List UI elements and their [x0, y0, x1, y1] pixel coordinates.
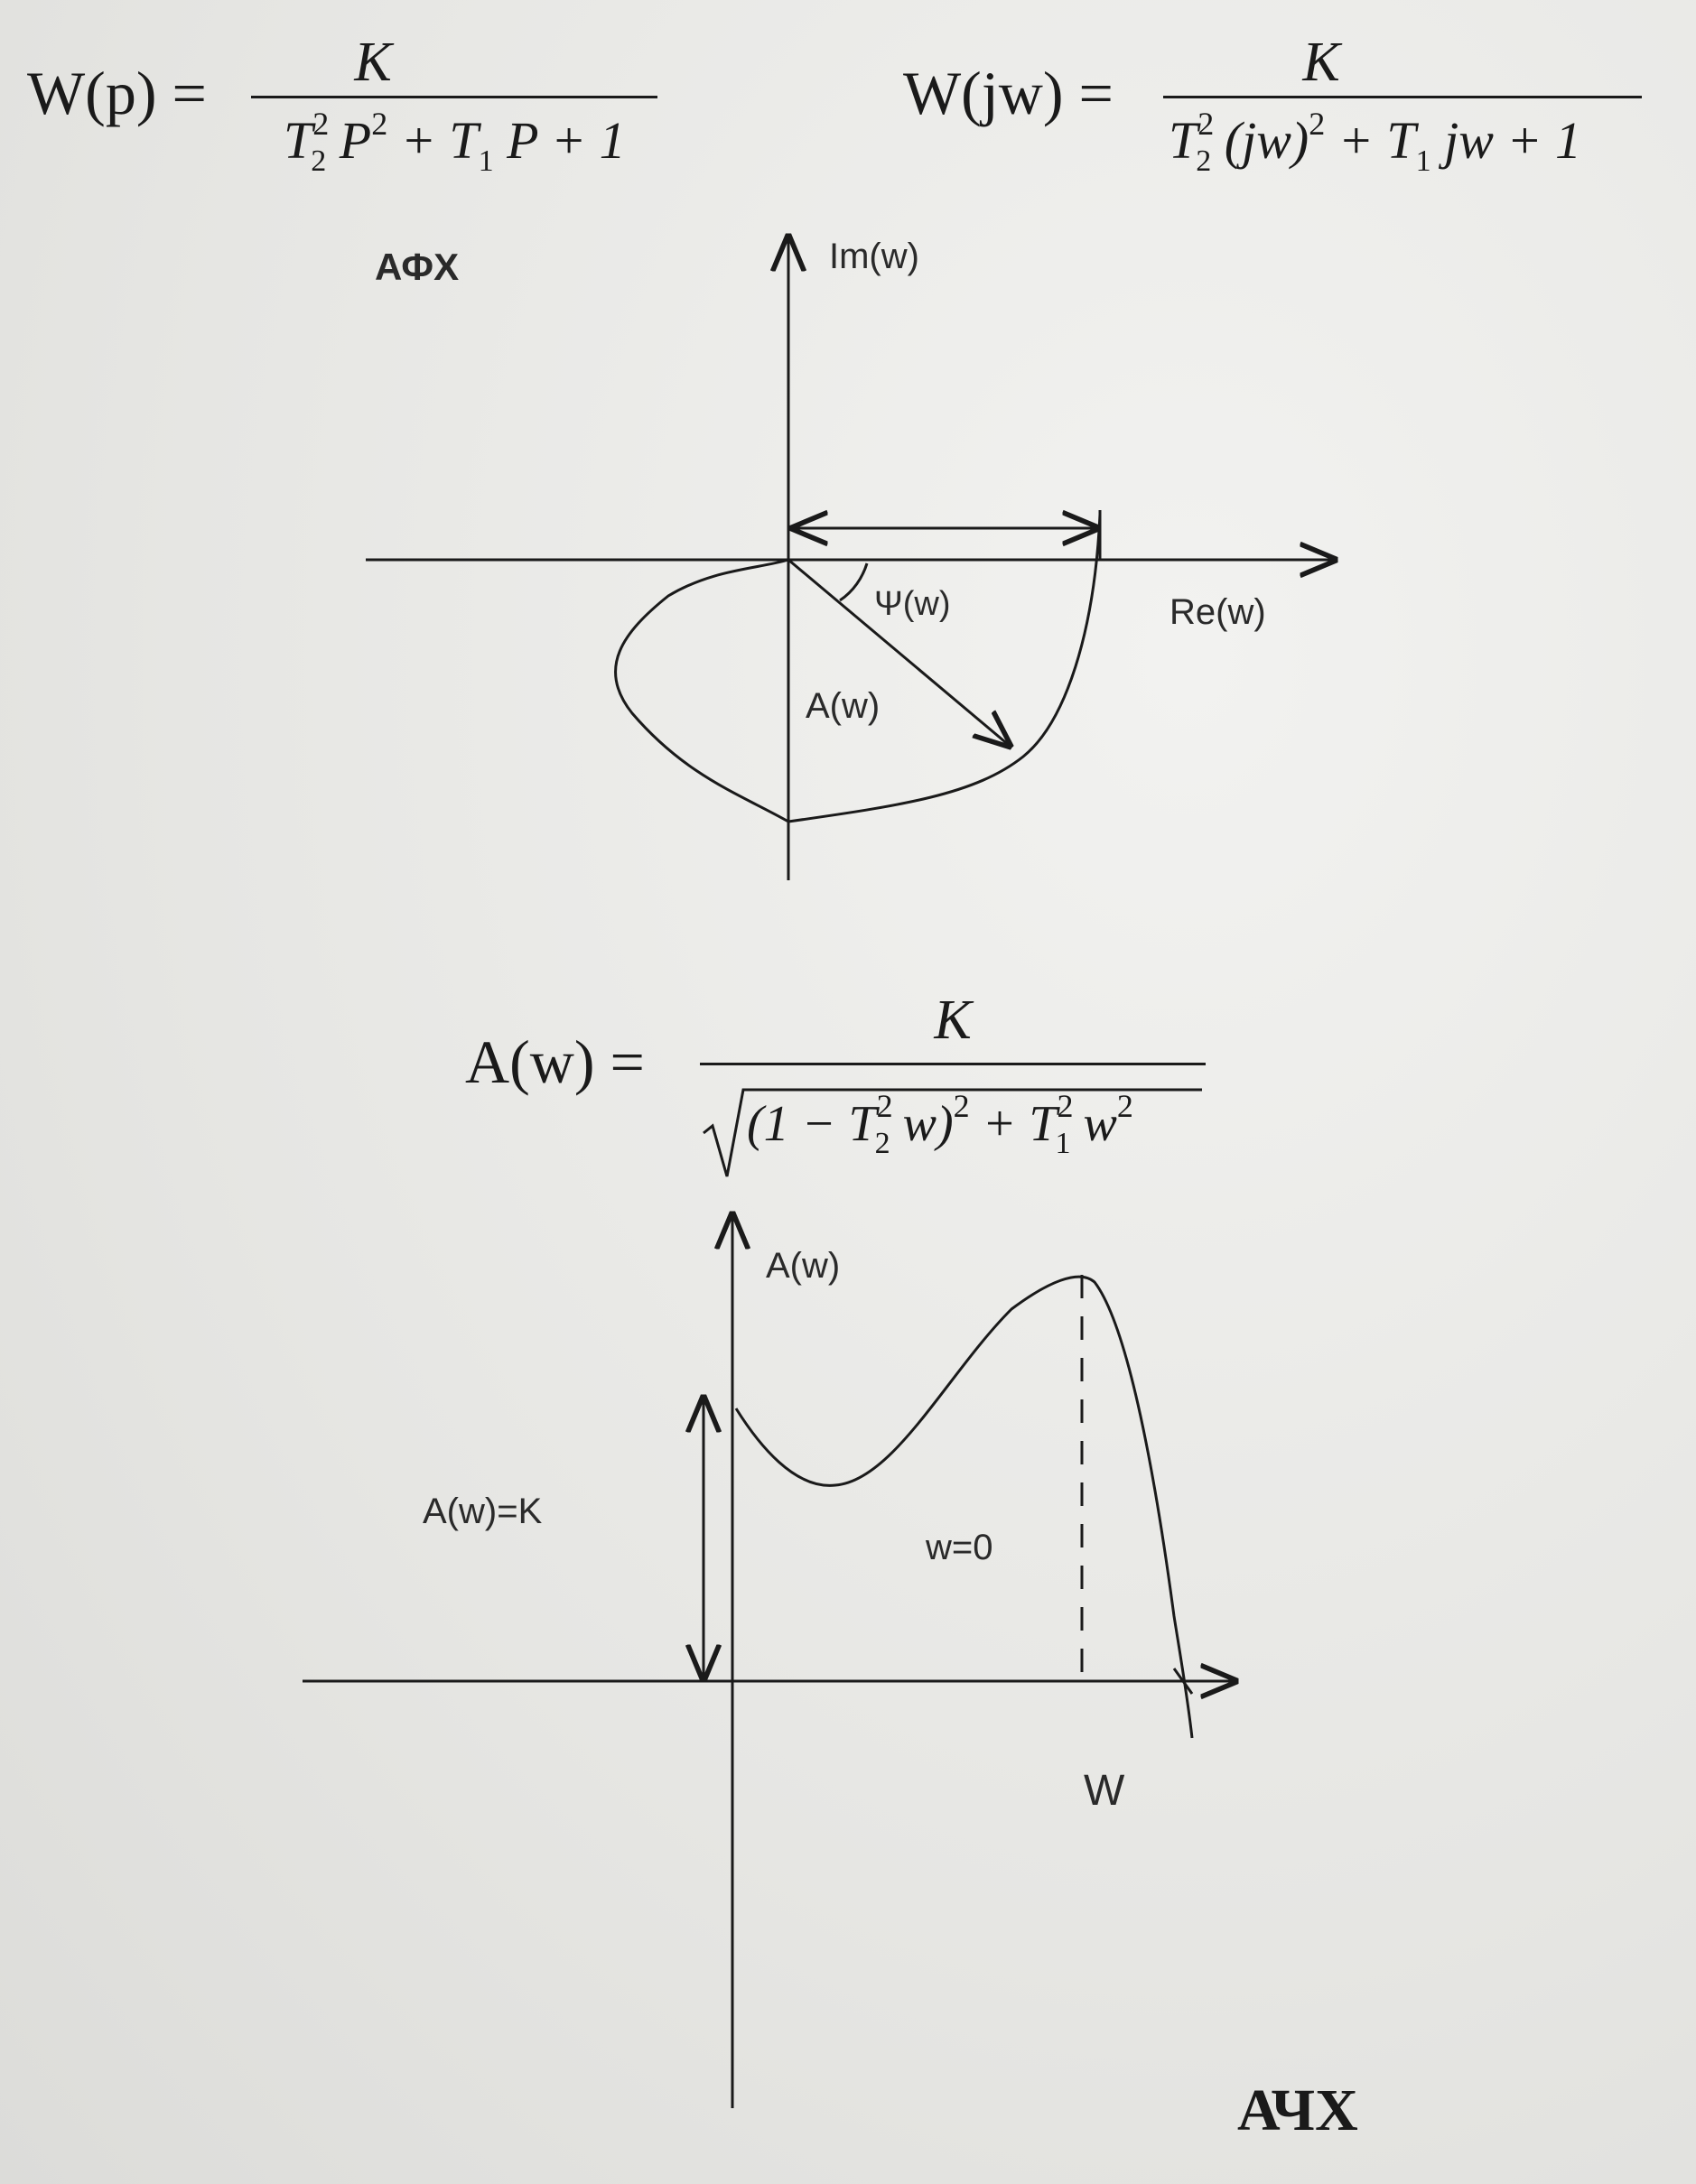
formula-wjw-bar — [1163, 96, 1642, 98]
formula-wp: W(p) = K T22 P2 + T1 P + 1 — [27, 32, 659, 178]
formula-wjw-denominator: T22 (jw)2 + T1 jw + 1 — [1169, 106, 1582, 178]
afx-phase-arc — [839, 562, 869, 602]
formula-aw-bar — [700, 1063, 1206, 1065]
formula-aw-fraction: K (1 − T22 w)2 + T21 w2 — [700, 989, 1206, 1187]
formula-wp-lhs: W(p) = — [27, 59, 207, 127]
afx-plot — [366, 237, 1335, 880]
formula-wp-denominator: T22 P2 + T1 P + 1 — [284, 106, 626, 178]
achx-title: АЧХ — [1237, 2077, 1358, 2143]
achx-peak-label: w=0 — [926, 1528, 993, 1567]
achx-x-tick — [1172, 1668, 1194, 1695]
formula-wp-bar — [251, 96, 657, 98]
afx-amplitude-vector — [787, 558, 1010, 746]
afx-x-axis-label: Re(w) — [1169, 592, 1266, 632]
achx-curve — [734, 1275, 1194, 1739]
formula-aw-denominator: (1 − T22 w)2 + T21 w2 — [747, 1088, 1133, 1160]
afx-amplitude-label: A(w) — [806, 686, 881, 726]
formula-aw-numerator: K — [934, 990, 972, 1051]
formula-aw-lhs: A(w) = — [465, 1027, 645, 1096]
achx-x-axis-label: W — [1084, 1767, 1125, 1815]
formula-wp-fraction: K T22 P2 + T1 P + 1 — [251, 32, 657, 178]
formula-aw: A(w) = K (1 − T22 w)2 + T21 w2 — [465, 989, 1215, 1187]
formula-wjw-fraction: K T22 (jw)2 + T1 jw + 1 — [1163, 32, 1642, 178]
achx-gain-label: A(w)=K — [423, 1492, 543, 1531]
formula-wjw: W(jw) = K T22 (jw)2 + T1 jw + 1 — [903, 32, 1653, 178]
afx-y-axis-label: Im(w) — [829, 237, 919, 276]
afx-curve — [614, 514, 1102, 823]
sqrt-sign — [703, 1088, 1202, 1177]
achx-y-axis-label: A(w) — [766, 1246, 841, 1286]
afx-title: АФХ — [375, 246, 460, 288]
formula-wjw-lhs: W(jw) = — [903, 59, 1114, 127]
achx-plot — [303, 1214, 1235, 2108]
afx-phase-label: Ψ(w) — [874, 585, 951, 623]
formula-wjw-numerator: K — [1302, 32, 1340, 93]
formula-wp-numerator: K — [354, 32, 392, 93]
